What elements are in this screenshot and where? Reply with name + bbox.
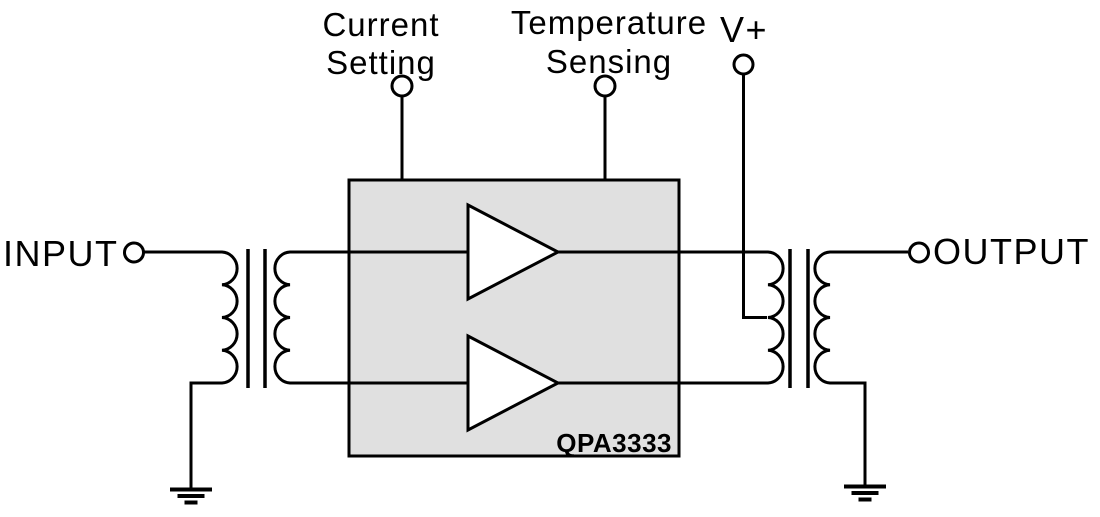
input-label: INPUT [3, 233, 119, 274]
terminal-group [123, 53, 930, 264]
input-terminal-icon [123, 241, 145, 264]
input-ground-icon [170, 487, 212, 505]
output-transformer-secondary-winding [813, 250, 908, 485]
current-setting-terminal-icon [390, 74, 414, 98]
output-ground-icon [844, 484, 886, 502]
temperature-sensing-terminal-icon [593, 74, 617, 98]
ground-symbols [170, 484, 886, 505]
temperature-sensing-label-line2: Sensing [546, 43, 672, 80]
amplifier-triangle-top [466, 202, 562, 302]
amplifier-block-box [347, 178, 681, 458]
vplus-terminal-icon [732, 53, 755, 76]
part-number-label: QPA3333 [556, 428, 672, 458]
output-transformer-core [788, 249, 810, 388]
vplus-supply-wire [742, 74, 767, 319]
input-transformer-secondary-winding [273, 250, 349, 385]
current-setting-label-line2: Setting [326, 44, 436, 81]
output-label: OUTPUT [933, 231, 1090, 272]
amplifier-triangle-bottom [466, 333, 562, 433]
current-setting-label-line1: Current [322, 6, 439, 43]
input-transformer-core [246, 249, 267, 388]
output-terminal-icon [908, 241, 930, 264]
vplus-label: V+ [720, 9, 768, 50]
temperature-sensing-label-line1: Temperature [511, 4, 707, 41]
output-transformer-primary-winding [681, 250, 785, 385]
box-signal-lines [349, 250, 679, 385]
amplifier-group [466, 202, 562, 433]
input-transformer-primary-winding [143, 250, 239, 488]
